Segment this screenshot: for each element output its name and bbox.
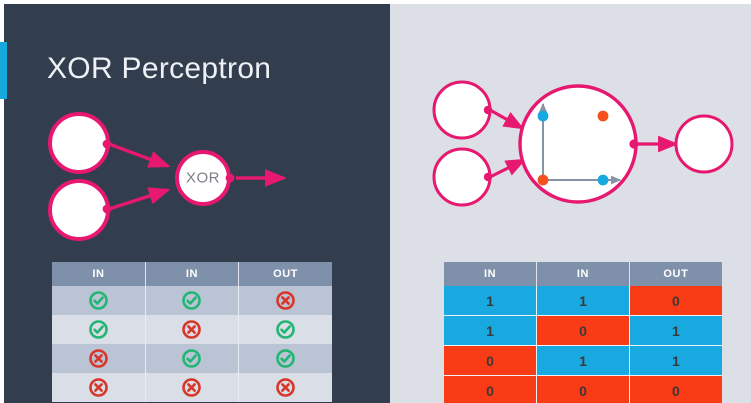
edge-in1-to-gate	[108, 142, 171, 168]
column-header-in-2: IN	[536, 262, 630, 286]
cross-icon	[276, 378, 295, 397]
left-perceptron-diagram: XOR	[46, 108, 296, 243]
truth-table-binary: IN IN OUT 1 1 0 1 0 1 0 1 1 0	[444, 262, 722, 403]
cell-out	[238, 286, 332, 315]
right-perceptron-diagram	[412, 78, 734, 218]
cell-in1	[52, 315, 146, 344]
cell-in1: 0	[444, 375, 538, 403]
column-header-out: OUT	[238, 262, 332, 286]
edge-in2-to-gate	[108, 187, 171, 211]
connector-dot-gate-out	[225, 173, 235, 183]
column-header-in-2: IN	[145, 262, 240, 286]
cell-in1	[52, 373, 146, 402]
input-node-2	[48, 179, 110, 241]
column-header-in-1: IN	[52, 262, 146, 286]
page-title: XOR Perceptron	[47, 52, 272, 85]
cell-in1: 1	[444, 286, 538, 316]
table-row: 0 1 1	[444, 345, 722, 376]
check-icon	[276, 349, 295, 368]
input-node-1	[48, 112, 110, 174]
table-body: 1 1 0 1 0 1 0 1 1 0 0 0	[444, 286, 722, 403]
connector-dot-in1	[102, 139, 112, 149]
cell-out: 0	[629, 286, 722, 316]
plot-point-1-1	[597, 110, 609, 122]
table-row: 1 0 1	[444, 315, 722, 346]
gate-node-label: XOR	[186, 170, 220, 187]
connector-dot-gate-out	[629, 139, 639, 149]
cell-out	[238, 373, 332, 402]
table-row	[52, 286, 332, 315]
cross-icon	[182, 320, 202, 339]
table-header-row: IN IN OUT	[52, 262, 332, 286]
cell-in1	[52, 286, 146, 315]
check-icon	[182, 349, 202, 368]
cell-out: 1	[629, 345, 722, 376]
table-row: 1 1 0	[444, 286, 722, 316]
output-node	[674, 114, 734, 174]
check-icon	[276, 320, 295, 339]
table-body	[52, 286, 332, 402]
cross-icon	[182, 378, 202, 397]
cross-icon	[89, 349, 108, 368]
table-row	[52, 315, 332, 344]
cross-icon	[276, 291, 295, 310]
cell-out	[238, 344, 332, 373]
column-header-in-1: IN	[444, 262, 538, 286]
cell-in2: 1	[536, 345, 630, 376]
cross-icon	[89, 378, 108, 397]
cell-in2: 0	[536, 375, 630, 403]
table-row	[52, 373, 332, 402]
table-row	[52, 344, 332, 373]
edge-in1-to-gate	[489, 108, 525, 130]
check-icon	[89, 320, 108, 339]
accent-bar	[0, 42, 7, 99]
plot-point-0-1	[537, 110, 549, 122]
cell-in2: 0	[536, 315, 630, 346]
cell-in2	[145, 286, 240, 315]
plot-point-0-0	[537, 174, 549, 186]
cell-out: 0	[629, 375, 722, 403]
cell-in1: 1	[444, 315, 538, 346]
column-header-out: OUT	[629, 262, 722, 286]
cell-in2	[145, 344, 240, 373]
cell-in1	[52, 344, 146, 373]
connector-dot-in2	[102, 204, 112, 214]
check-icon	[89, 291, 108, 310]
check-icon	[182, 291, 202, 310]
plot-point-1-0	[597, 174, 609, 186]
cell-in1: 0	[444, 345, 538, 376]
connector-dot-in1	[483, 105, 493, 115]
cell-in2: 1	[536, 286, 630, 316]
cell-in2	[145, 373, 240, 402]
gate-node	[518, 84, 638, 204]
table-header-row: IN IN OUT	[444, 262, 722, 286]
truth-table-icons: IN IN OUT	[52, 262, 332, 402]
edge-in2-to-gate	[489, 158, 527, 179]
table-row: 0 0 0	[444, 375, 722, 403]
cell-out	[238, 315, 332, 344]
input-node-1	[432, 80, 492, 140]
cell-out: 1	[629, 315, 722, 346]
cell-in2	[145, 315, 240, 344]
connector-dot-in2	[483, 172, 493, 182]
input-node-2	[432, 147, 492, 207]
